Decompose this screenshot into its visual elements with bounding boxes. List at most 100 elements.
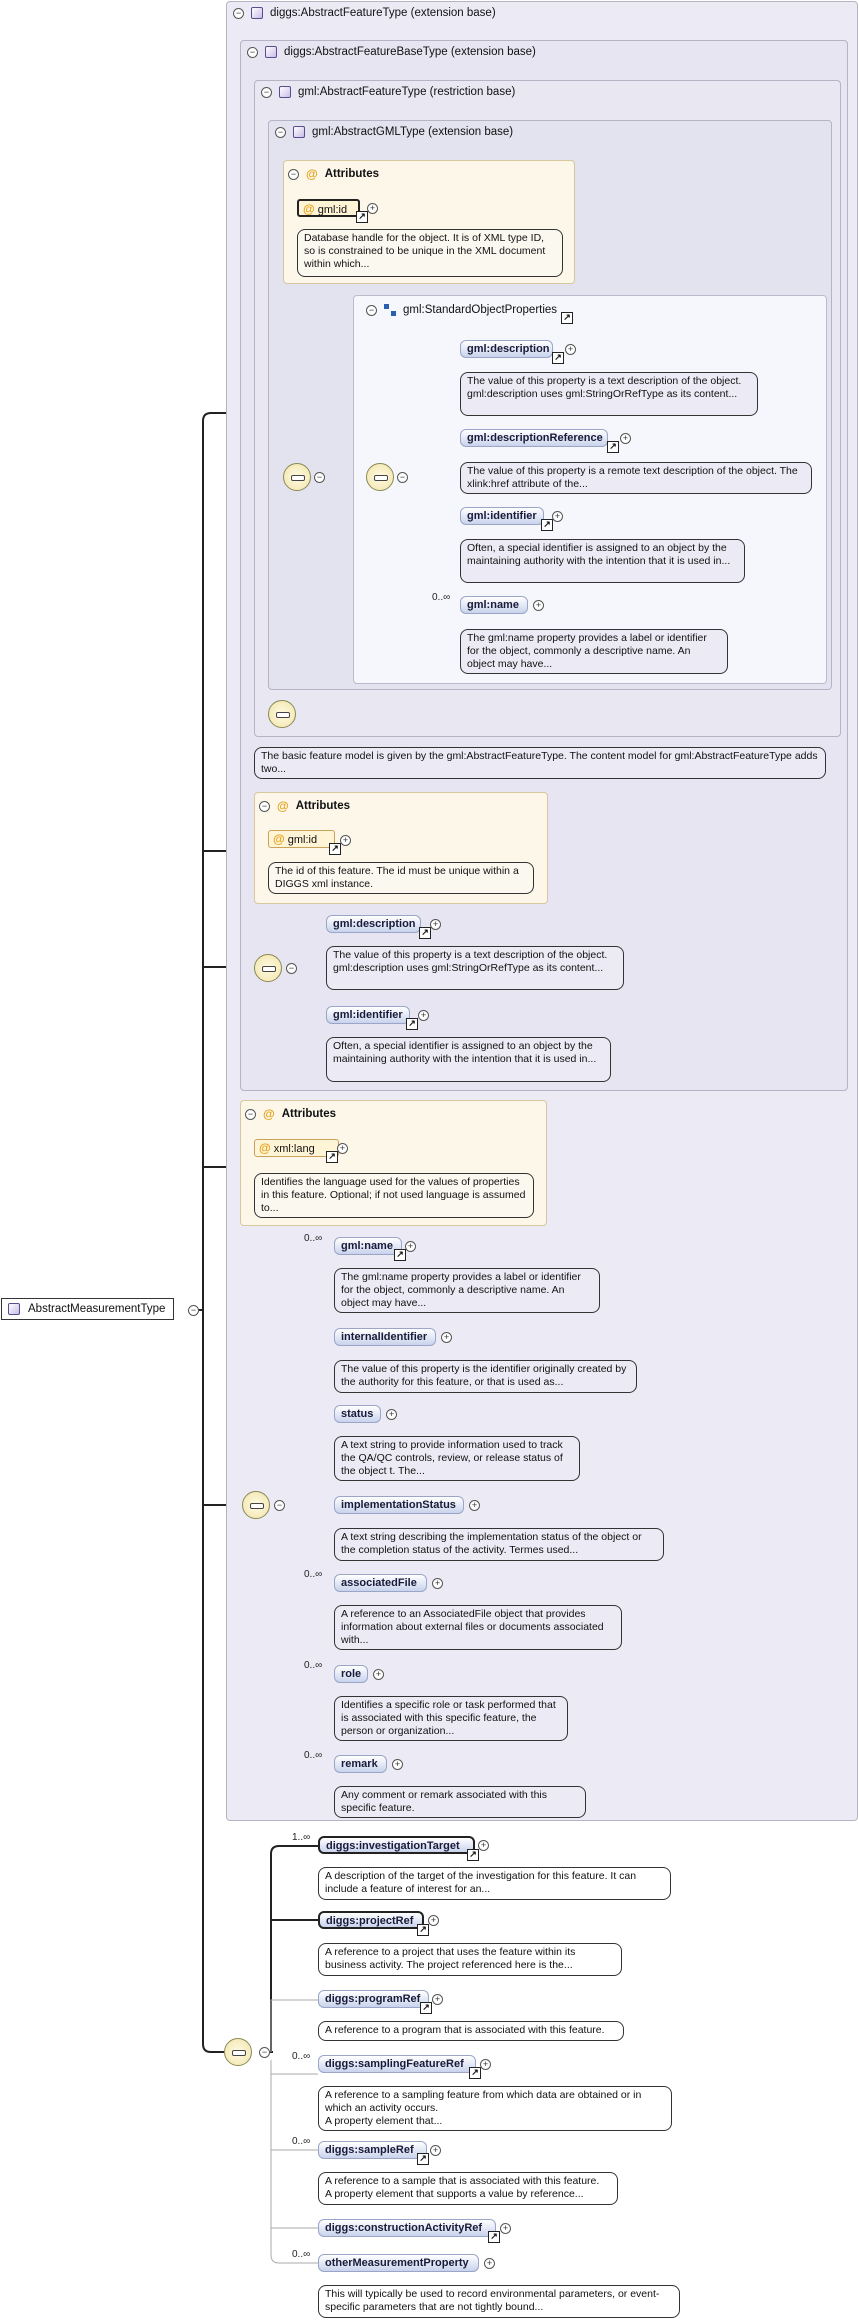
documentation: Identifies the language used for the val… bbox=[254, 1173, 534, 1218]
expand-toggle[interactable]: + bbox=[552, 511, 563, 522]
collapse-toggle[interactable]: − bbox=[261, 86, 272, 98]
reference-link-icon[interactable]: ↗ bbox=[419, 927, 431, 939]
reference-link-icon[interactable]: ↗ bbox=[469, 2067, 481, 2079]
reference-link-icon[interactable]: ↗ bbox=[561, 312, 573, 324]
sequence-compositor-icon[interactable] bbox=[242, 1491, 270, 1519]
element-investigation-target[interactable]: diggs:investigationTarget bbox=[318, 1836, 475, 1854]
collapse-toggle[interactable]: − bbox=[245, 1108, 256, 1120]
expand-toggle[interactable]: + bbox=[367, 203, 378, 214]
attribute-icon: @ bbox=[263, 1107, 275, 1121]
element-implementation-status[interactable]: implementationStatus bbox=[334, 1496, 464, 1514]
documentation: The value of this property is a text des… bbox=[326, 946, 624, 990]
reference-link-icon[interactable]: ↗ bbox=[326, 1151, 338, 1163]
documentation: A reference to a project that uses the f… bbox=[318, 1943, 622, 1976]
expand-toggle[interactable]: + bbox=[337, 1143, 348, 1154]
cardinality: 0..∞ bbox=[292, 2051, 311, 2062]
reference-link-icon[interactable]: ↗ bbox=[329, 843, 341, 855]
collapse-toggle[interactable]: − bbox=[314, 472, 325, 483]
expand-toggle[interactable]: + bbox=[373, 1669, 384, 1680]
reference-link-icon[interactable]: ↗ bbox=[420, 2002, 432, 2014]
collapse-toggle[interactable]: − bbox=[247, 46, 258, 58]
element-gml-description-reference[interactable]: gml:descriptionReference bbox=[460, 429, 608, 447]
documentation: A description of the target of the inves… bbox=[318, 1867, 671, 1900]
expand-toggle[interactable]: + bbox=[480, 2059, 491, 2070]
expand-toggle[interactable]: + bbox=[432, 1578, 443, 1589]
attribute-icon: @ bbox=[273, 832, 285, 846]
expand-toggle[interactable]: + bbox=[392, 1759, 403, 1770]
attribute-gml-id[interactable]: @ gml:id bbox=[268, 830, 335, 848]
element-remark[interactable]: remark bbox=[334, 1755, 387, 1773]
attribute-gml-id[interactable]: @ gml:id bbox=[297, 199, 360, 217]
sequence-compositor-icon[interactable] bbox=[268, 700, 296, 728]
reference-link-icon[interactable]: ↗ bbox=[356, 211, 368, 223]
element-sample-ref[interactable]: diggs:sampleRef bbox=[318, 2141, 427, 2159]
attributes-title: Attributes bbox=[281, 1108, 337, 1120]
element-role[interactable]: role bbox=[334, 1665, 368, 1683]
expand-toggle[interactable]: + bbox=[405, 1241, 416, 1252]
expand-toggle[interactable]: + bbox=[340, 835, 351, 846]
group-icon bbox=[384, 304, 396, 316]
reference-link-icon[interactable]: ↗ bbox=[552, 352, 564, 364]
reference-link-icon[interactable]: ↗ bbox=[467, 1849, 479, 1861]
element-gml-identifier[interactable]: gml:identifier bbox=[326, 1006, 410, 1024]
reference-link-icon[interactable]: ↗ bbox=[394, 1249, 406, 1261]
element-other-measurement-property[interactable]: otherMeasurementProperty bbox=[318, 2254, 479, 2272]
cardinality: 0..∞ bbox=[292, 2249, 311, 2260]
collapse-toggle[interactable]: − bbox=[259, 2047, 270, 2058]
collapse-toggle[interactable]: − bbox=[233, 7, 244, 19]
collapse-toggle[interactable]: − bbox=[188, 1305, 199, 1316]
expand-toggle[interactable]: + bbox=[386, 1409, 397, 1420]
collapse-toggle[interactable]: − bbox=[286, 963, 297, 974]
element-gml-name[interactable]: gml:name bbox=[334, 1237, 402, 1255]
expand-toggle[interactable]: + bbox=[469, 1500, 480, 1511]
sequence-compositor-icon[interactable] bbox=[283, 463, 311, 491]
element-gml-name[interactable]: gml:name bbox=[460, 596, 528, 614]
group-title: gml:StandardObjectProperties bbox=[403, 304, 558, 316]
expand-toggle[interactable]: + bbox=[430, 2145, 441, 2156]
sequence-compositor-icon[interactable] bbox=[224, 2038, 252, 2066]
collapse-toggle[interactable]: − bbox=[366, 304, 377, 316]
element-gml-identifier[interactable]: gml:identifier bbox=[460, 507, 544, 525]
collapse-toggle[interactable]: − bbox=[275, 126, 286, 138]
documentation: The value of this property is a remote t… bbox=[460, 462, 812, 494]
collapse-toggle[interactable]: − bbox=[397, 472, 408, 483]
expand-toggle[interactable]: + bbox=[432, 1994, 443, 2005]
element-project-ref[interactable]: diggs:projectRef bbox=[318, 1911, 424, 1929]
expand-toggle[interactable]: + bbox=[430, 919, 441, 930]
element-internal-identifier[interactable]: internalIdentifier bbox=[334, 1328, 436, 1346]
expand-toggle[interactable]: + bbox=[418, 1010, 429, 1021]
reference-link-icon[interactable]: ↗ bbox=[406, 1018, 418, 1030]
reference-link-icon[interactable]: ↗ bbox=[488, 2231, 500, 2243]
element-status[interactable]: status bbox=[334, 1405, 381, 1423]
reference-link-icon[interactable]: ↗ bbox=[417, 1924, 429, 1936]
collapse-toggle[interactable]: − bbox=[259, 800, 270, 812]
panel-title: diggs:AbstractFeatureBaseType (extension… bbox=[284, 46, 536, 58]
expand-toggle[interactable]: + bbox=[533, 600, 544, 611]
element-construction-activity-ref[interactable]: diggs:constructionActivityRef bbox=[318, 2219, 496, 2237]
root-element-label: AbstractMeasurementType bbox=[28, 1302, 166, 1315]
expand-toggle[interactable]: + bbox=[484, 2258, 495, 2269]
expand-toggle[interactable]: + bbox=[500, 2223, 511, 2234]
element-associated-file[interactable]: associatedFile bbox=[334, 1574, 427, 1592]
expand-toggle[interactable]: + bbox=[428, 1915, 439, 1926]
attribute-xml-lang[interactable]: @ xml:lang bbox=[254, 1139, 339, 1157]
expand-toggle[interactable]: + bbox=[565, 344, 576, 355]
reference-link-icon[interactable]: ↗ bbox=[417, 2153, 429, 2165]
collapse-toggle[interactable]: − bbox=[288, 168, 299, 180]
element-sampling-feature-ref[interactable]: diggs:samplingFeatureRef bbox=[318, 2055, 476, 2073]
sequence-compositor-icon[interactable] bbox=[254, 954, 282, 982]
collapse-toggle[interactable]: − bbox=[274, 1500, 285, 1511]
element-program-ref[interactable]: diggs:programRef bbox=[318, 1990, 429, 2008]
documentation: The gml:name property provides a label o… bbox=[460, 629, 728, 674]
complex-type-icon bbox=[265, 46, 277, 58]
sequence-compositor-icon[interactable] bbox=[366, 463, 394, 491]
expand-toggle[interactable]: + bbox=[441, 1332, 452, 1343]
element-gml-description[interactable]: gml:description bbox=[460, 340, 553, 358]
expand-toggle[interactable]: + bbox=[478, 1840, 489, 1851]
reference-link-icon[interactable]: ↗ bbox=[541, 519, 553, 531]
reference-link-icon[interactable]: ↗ bbox=[607, 441, 619, 453]
element-gml-description[interactable]: gml:description bbox=[326, 915, 421, 933]
expand-toggle[interactable]: + bbox=[620, 433, 631, 444]
root-element[interactable]: AbstractMeasurementType bbox=[1, 1298, 175, 1320]
complex-type-icon bbox=[293, 126, 305, 138]
